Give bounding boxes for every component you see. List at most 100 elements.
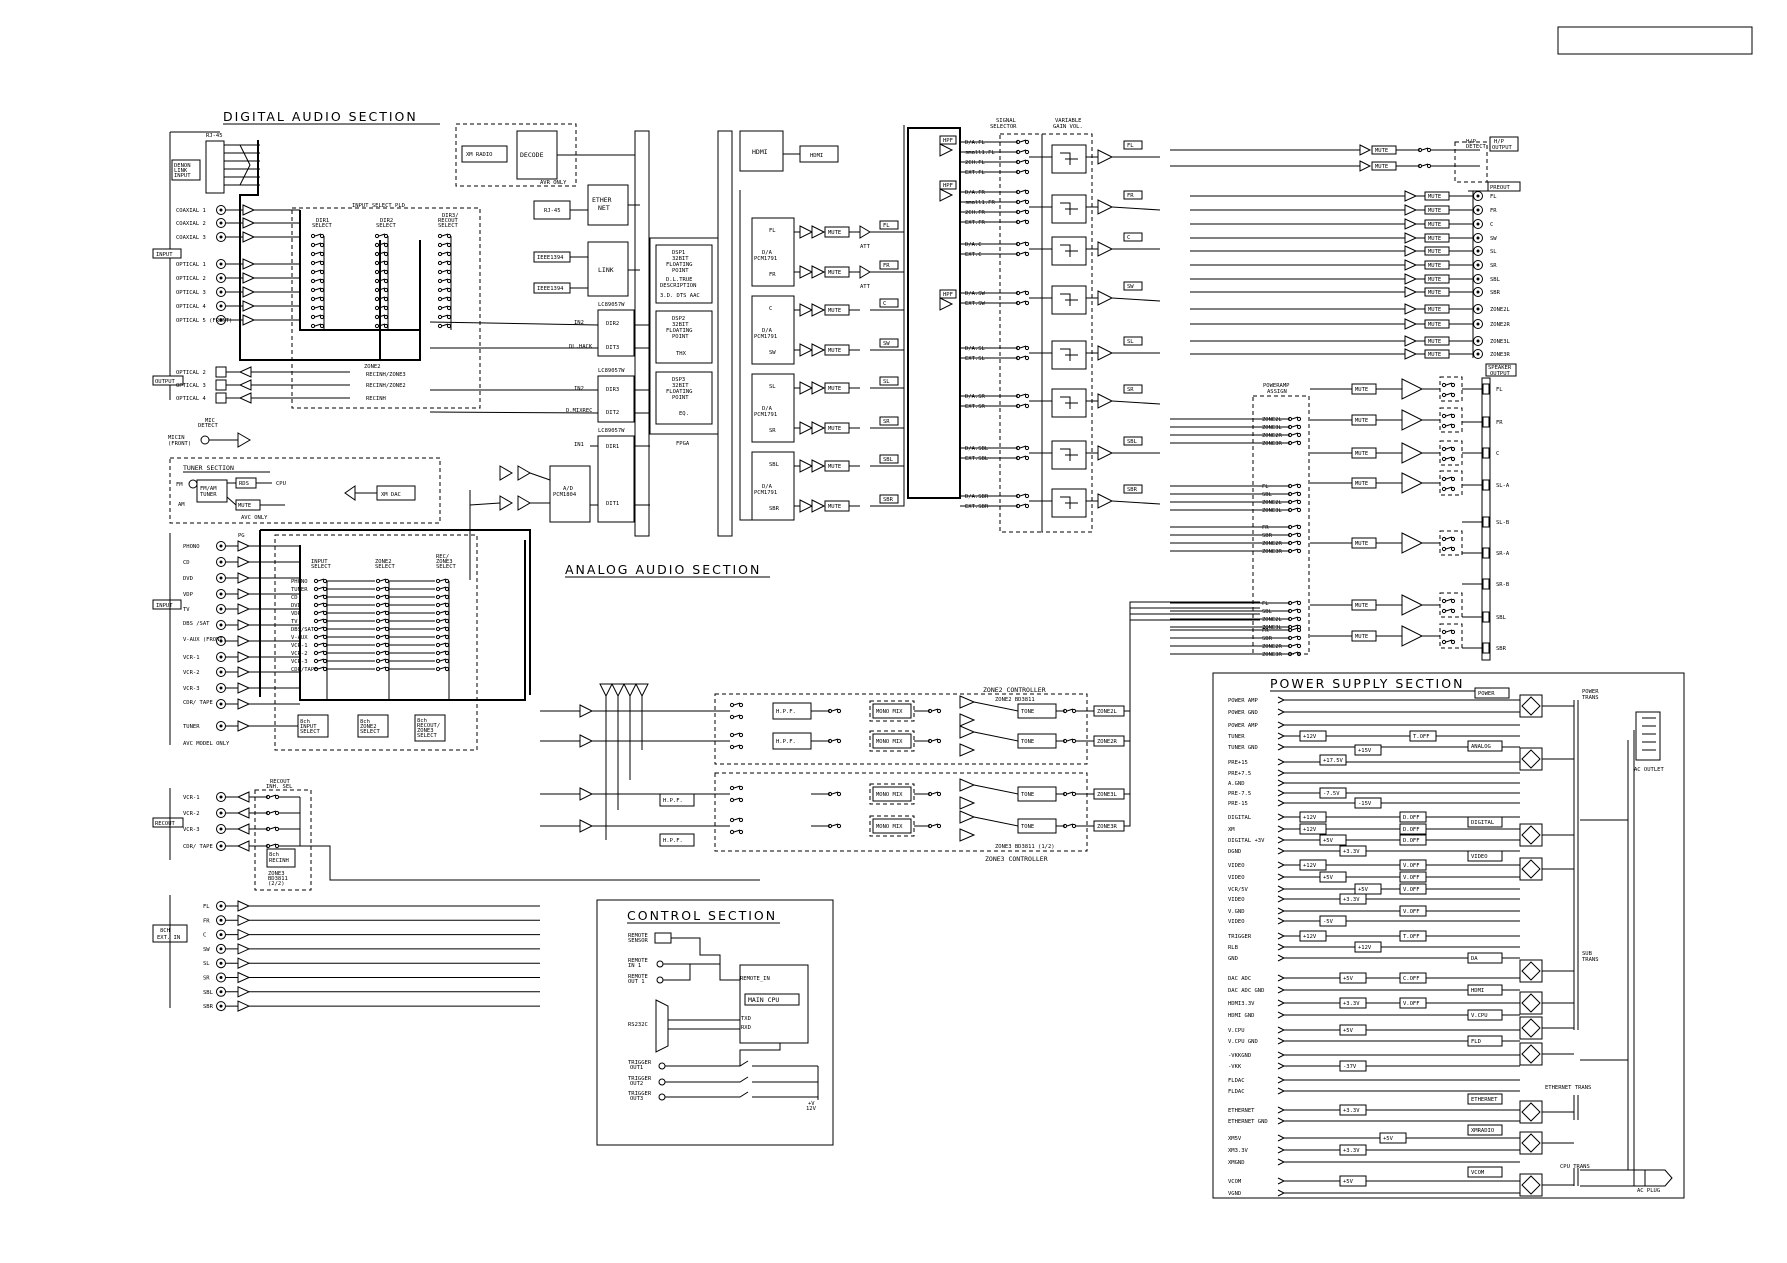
jack-center <box>219 976 223 979</box>
switch-contact <box>437 242 443 248</box>
switch-contact <box>444 650 450 656</box>
da-buffer <box>811 303 826 317</box>
switch-contact <box>437 269 443 275</box>
st-1: SUB <box>1582 951 1593 957</box>
rca-jack <box>216 683 226 693</box>
wire <box>269 826 277 830</box>
digital-output-label: OPTICAL 2 <box>176 370 206 376</box>
switch-contact <box>446 260 452 266</box>
wire <box>1019 393 1027 397</box>
isel-2: SELECT <box>311 564 332 570</box>
wire <box>1029 400 1161 405</box>
assign-label: ZONE2R <box>1262 644 1283 650</box>
switch-contact <box>383 287 389 293</box>
analog-input-label: CDR/ TAPE <box>183 700 213 706</box>
wire <box>1521 749 1541 769</box>
switch-contact <box>444 658 450 664</box>
preout-label: SBR <box>1490 290 1501 296</box>
preout-label: ZONE3R <box>1490 352 1511 358</box>
wire <box>1291 432 1299 436</box>
power-block-tag <box>1467 1124 1503 1136</box>
preout-label: SR <box>1490 263 1497 269</box>
jack-center <box>219 221 223 225</box>
mute-box-label: MUTE <box>1428 236 1441 242</box>
wire <box>733 714 741 718</box>
input-buffer <box>237 971 251 984</box>
zone-opamp <box>959 713 976 727</box>
rail-label: TUNER <box>1228 734 1245 740</box>
relay-frame <box>1439 470 1463 496</box>
wire <box>1277 779 1286 787</box>
da-buffer <box>811 459 826 473</box>
ext-in-label: FR <box>203 918 210 924</box>
switch-contact <box>1450 536 1456 542</box>
ac-plug-label: AC PLUG <box>1637 1188 1660 1194</box>
switch-contact <box>437 260 443 266</box>
switch-contact <box>729 797 735 803</box>
jack-center <box>219 544 223 548</box>
rj45-label: RJ-45 <box>206 133 223 139</box>
switch-contact <box>1441 639 1447 645</box>
select-row-label: DVD <box>291 603 301 609</box>
speaker-terminal <box>1482 479 1490 491</box>
switch-contact <box>1441 608 1447 614</box>
vg-1: VARIABLE <box>1055 118 1082 124</box>
switch-contact <box>437 233 443 239</box>
r8-2: RECINH <box>269 858 289 864</box>
switch-contact <box>435 626 441 632</box>
wire <box>1019 345 1027 349</box>
input-buffer <box>237 682 251 694</box>
switch-contact <box>1024 199 1030 205</box>
wire <box>1521 961 1541 981</box>
zone-opamp <box>959 828 976 842</box>
dsp1-l2: 32BIT <box>672 256 689 262</box>
power-block-tag-label: HDMI <box>1471 988 1484 994</box>
regulator <box>1299 930 1327 942</box>
wire <box>299 210 420 331</box>
zone2-controller <box>714 693 1088 765</box>
analog-input-label: VCR-2 <box>183 670 200 676</box>
mute-box-label: MUTE <box>1428 322 1441 328</box>
switch-contact <box>437 278 443 284</box>
switch-contact <box>310 323 316 329</box>
regulator <box>1319 915 1347 927</box>
wire <box>1277 799 1286 807</box>
input-buffer <box>237 540 251 552</box>
power-block-tag-label: VCOM <box>1471 1170 1485 1176</box>
ext-in-label: FL <box>203 904 210 910</box>
mono-mix-frame <box>869 700 915 722</box>
output-buffer <box>236 791 250 803</box>
jack-center <box>219 639 223 643</box>
switch-contact <box>274 794 280 800</box>
jack-center <box>219 623 223 627</box>
jack-center <box>219 607 223 611</box>
zone-input-buffer <box>579 819 594 833</box>
regulator <box>1339 1060 1367 1072</box>
wire <box>317 642 325 646</box>
power-block-tag <box>1467 1035 1503 1047</box>
hpf-amp <box>939 188 954 202</box>
rail-label: DAC ADC GND <box>1228 988 1264 994</box>
mute-box-label: MUTE <box>1428 277 1441 283</box>
wire <box>733 829 741 833</box>
regulator-label: +5V <box>1323 875 1334 881</box>
switch-contact <box>313 666 319 672</box>
switch-contact <box>322 626 328 632</box>
wire <box>1291 624 1299 628</box>
wire <box>1019 300 1027 304</box>
wire <box>1019 241 1027 245</box>
input-buffer <box>237 651 251 663</box>
switch-contact <box>310 242 316 248</box>
wire <box>1019 503 1027 507</box>
c8z2-1: 8ch <box>360 719 370 725</box>
dsp2 <box>655 310 713 364</box>
relay-frame <box>1439 407 1463 433</box>
jack-center <box>1476 277 1480 281</box>
power-supply-section <box>1212 672 1685 1199</box>
regulator <box>1354 883 1382 895</box>
switch-contact <box>1450 413 1456 419</box>
wire <box>1060 293 1078 306</box>
da-converters: FLD/APCM1791FRMUTEFLATTMUTEFRATTCD/APCM1… <box>739 125 957 521</box>
